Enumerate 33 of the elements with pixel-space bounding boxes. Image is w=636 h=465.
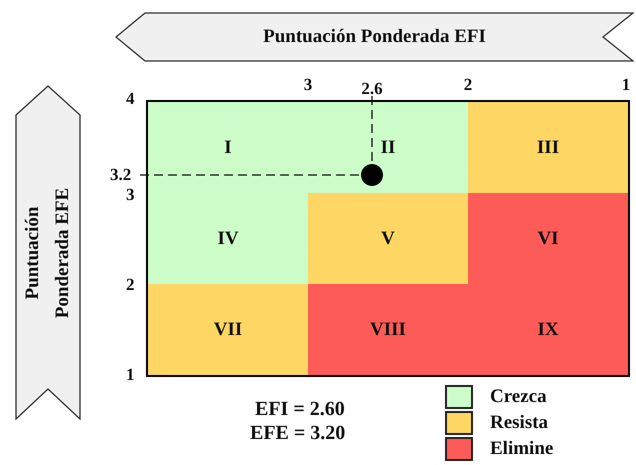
axis-tick-label: 3: [126, 186, 134, 204]
axis-tick-label: 2: [126, 276, 134, 294]
roman-numeral: VI: [537, 228, 559, 250]
legend-label: Elimine: [490, 438, 554, 460]
position-dot: [361, 164, 383, 186]
axis-tick-label: 1: [126, 366, 134, 384]
matrix-cell: [308, 193, 468, 284]
roman-numeral: VII: [214, 318, 242, 340]
roman-numeral: VIII: [370, 318, 406, 340]
band-title: Puntuación Ponderada EFI: [263, 26, 486, 48]
matrix-cell: [308, 102, 468, 193]
roman-numeral: III: [536, 136, 560, 158]
roman-numeral: IV: [217, 228, 239, 250]
score-text: EFE = 3.20: [250, 424, 346, 442]
matrix-cell: [468, 193, 628, 284]
axis-tick-label: 4: [126, 90, 134, 108]
axis-tick-label: 1: [622, 76, 630, 94]
roman-numeral: I: [224, 136, 232, 158]
matrix-cell: [308, 284, 468, 375]
matrix-cell: [148, 193, 308, 284]
axis-tick-label: 3.2: [110, 166, 132, 184]
roman-numeral: V: [381, 228, 395, 250]
axis-tick-label: 2.6: [361, 80, 383, 98]
score-text: EFI = 2.60: [255, 400, 345, 418]
axis-tick-label: 3: [304, 76, 312, 94]
roman-numeral: IX: [537, 318, 559, 340]
matrix-cell: [148, 284, 308, 375]
legend-label: Resista: [490, 412, 548, 434]
band-title: Puntuación Ponderada EFE: [21, 186, 74, 320]
roman-numeral: II: [380, 136, 396, 158]
matrix-cell: [468, 102, 628, 193]
axis-tick-label: 2: [464, 76, 472, 94]
legend-label: Crezca: [490, 386, 547, 408]
